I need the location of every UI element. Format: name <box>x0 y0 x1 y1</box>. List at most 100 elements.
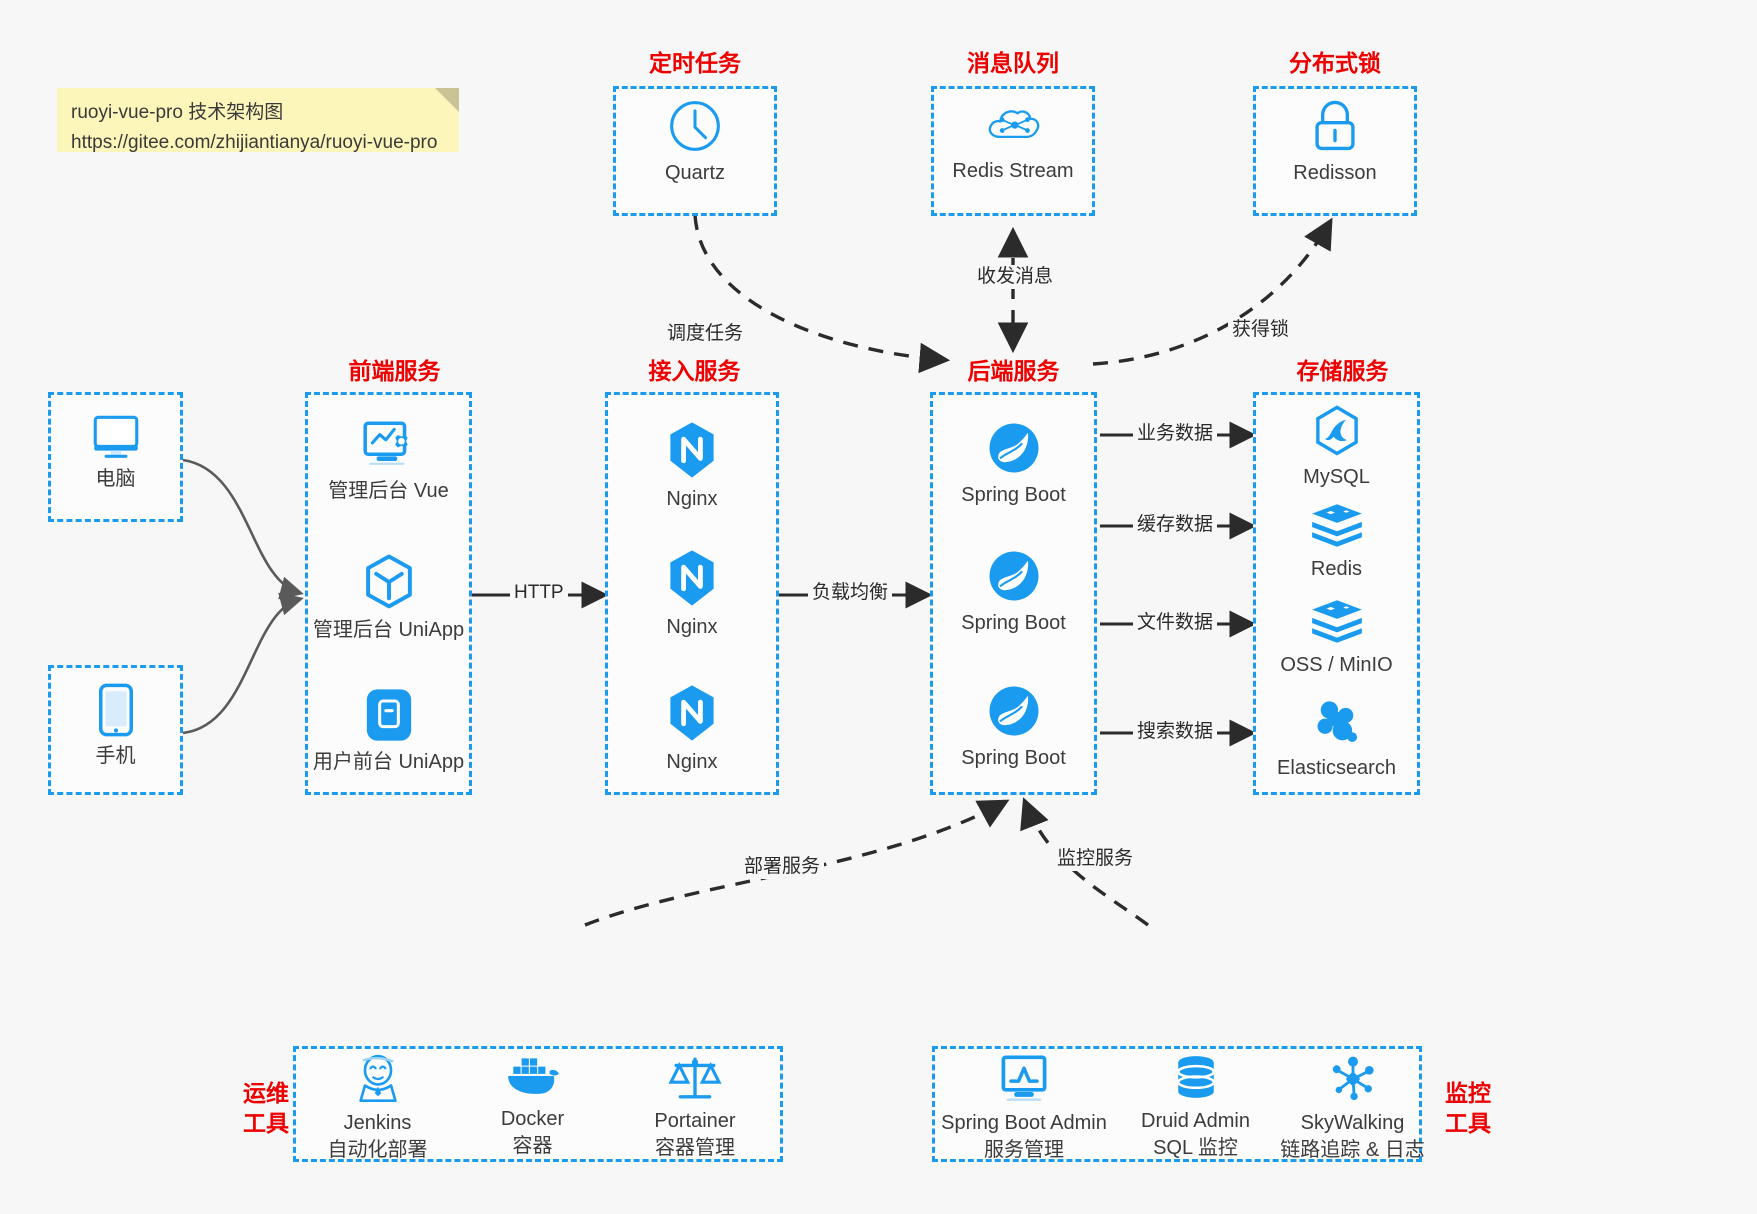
node-spring-boot-admin[interactable]: Spring Boot Admin 服务管理 <box>938 1054 1110 1164</box>
node-label: Spring Boot <box>961 612 1066 634</box>
node-label: Nginx <box>666 751 718 773</box>
node-nginx-1[interactable]: Nginx <box>605 420 779 513</box>
group-box-mq <box>931 86 1095 216</box>
diagram-note: ruoyi-vue-pro 技术架构图 https://gitee.com/zh… <box>57 88 459 153</box>
edge-label-lock: 获得锁 <box>1228 318 1294 342</box>
mobile-app-icon <box>366 689 411 741</box>
cube-icon <box>365 554 412 609</box>
node-label: SkyWalking <box>1300 1112 1405 1134</box>
node-docker[interactable]: Docker 容器 <box>455 1054 610 1160</box>
node-label: Jenkins <box>343 1112 412 1134</box>
edge-label-file-data: 文件数据 <box>1133 611 1218 635</box>
node-label: Redis Stream <box>952 160 1074 182</box>
node-redisson[interactable]: Redisson <box>1253 98 1417 187</box>
node-label: 手机 <box>95 745 136 767</box>
node-label: Elasticsearch <box>1277 757 1396 779</box>
edge-label-loadbalance: 负载均衡 <box>808 581 893 605</box>
node-spring-boot-3[interactable]: Spring Boot <box>930 683 1097 772</box>
clock-icon <box>670 101 720 151</box>
edge-label-cache-data: 缓存数据 <box>1133 513 1218 537</box>
node-label: Redis <box>1310 558 1363 580</box>
node-sublabel: 链路追踪 & 日志 <box>1280 1139 1425 1161</box>
node-oss-minio[interactable]: OSS / MinIO <box>1253 596 1420 679</box>
node-spring-boot-1[interactable]: Spring Boot <box>930 420 1097 509</box>
node-skywalking[interactable]: SkyWalking 链路追踪 & 日志 <box>1270 1054 1435 1164</box>
edge-label-monitor: 监控服务 <box>1053 847 1138 871</box>
node-portainer[interactable]: Portainer 容器管理 <box>615 1054 775 1162</box>
scales-icon <box>668 1057 722 1099</box>
spring-leaf-icon <box>989 551 1038 601</box>
redis-stack-icon <box>1311 600 1362 643</box>
node-label: Redisson <box>1293 162 1377 184</box>
node-label: 管理后台 UniApp <box>312 619 465 641</box>
node-quartz[interactable]: Quartz <box>613 98 777 187</box>
node-label: Druid Admin <box>1141 1110 1250 1132</box>
nginx-icon <box>670 422 714 478</box>
group-box-lock <box>1253 86 1417 216</box>
group-title-devops-line1: 运维 <box>243 1080 289 1106</box>
mobile-icon <box>98 683 133 737</box>
node-spring-boot-2[interactable]: Spring Boot <box>930 548 1097 637</box>
group-title-monitor: 监控 工具 <box>1430 1078 1506 1138</box>
node-mysql[interactable]: MySQL <box>1253 404 1420 491</box>
skywalking-icon <box>1332 1056 1374 1101</box>
node-label: Nginx <box>666 616 718 638</box>
edge-label-search-data: 搜索数据 <box>1133 720 1218 744</box>
desktop-icon <box>93 415 138 458</box>
nginx-icon <box>670 550 714 606</box>
node-sublabel: 自动化部署 <box>327 1139 428 1161</box>
group-title-devops: 运维 工具 <box>228 1078 304 1138</box>
elasticsearch-icon <box>1317 701 1357 742</box>
group-title-monitor-line2: 工具 <box>1445 1110 1491 1136</box>
node-label: Spring Boot Admin <box>941 1112 1107 1134</box>
database-icon <box>1176 1056 1215 1098</box>
node-jenkins[interactable]: Jenkins 自动化部署 <box>300 1054 455 1164</box>
node-sublabel: 容器 <box>512 1135 553 1157</box>
node-druid-admin[interactable]: Druid Admin SQL 监控 <box>1118 1054 1273 1162</box>
node-sublabel: 服务管理 <box>984 1139 1064 1161</box>
node-label: OSS / MinIO <box>1280 654 1393 676</box>
node-admin-vue[interactable]: 管理后台 Vue <box>305 420 472 505</box>
node-label: Portainer <box>654 1110 736 1132</box>
edge-label-message: 收发消息 <box>973 265 1058 289</box>
nginx-icon <box>670 685 714 741</box>
group-title-gateway: 接入服务 <box>648 358 741 384</box>
monitor-chart-icon <box>1001 1055 1047 1101</box>
edge-label-business-data: 业务数据 <box>1133 422 1218 446</box>
node-redis[interactable]: Redis <box>1253 500 1420 583</box>
node-label: 管理后台 Vue <box>328 480 449 502</box>
note-line-1: ruoyi-vue-pro 技术架构图 <box>71 102 284 123</box>
redis-stack-icon <box>1311 504 1362 547</box>
node-sublabel: SQL 监控 <box>1153 1137 1238 1159</box>
node-label: Nginx <box>666 488 718 510</box>
spring-leaf-icon <box>989 686 1038 736</box>
node-admin-uniapp[interactable]: 管理后台 UniApp <box>305 553 472 644</box>
node-phone[interactable]: 手机 <box>48 683 183 770</box>
node-label: Spring Boot <box>961 747 1066 769</box>
node-user-uniapp[interactable]: 用户前台 UniApp <box>305 687 472 776</box>
node-label: Quartz <box>664 162 726 184</box>
node-label: Spring Boot <box>961 484 1066 506</box>
spring-leaf-icon <box>989 423 1038 473</box>
node-nginx-3[interactable]: Nginx <box>605 683 779 776</box>
group-title-backend: 后端服务 <box>967 358 1060 384</box>
note-line-2: https://gitee.com/zhijiantianya/ruoyi-vu… <box>71 132 438 153</box>
node-label: MySQL <box>1303 466 1370 488</box>
node-nginx-2[interactable]: Nginx <box>605 548 779 641</box>
note-fold-icon <box>435 88 459 112</box>
dashboard-gear-icon <box>362 421 408 465</box>
group-box-scheduler <box>613 86 777 216</box>
node-label: 电脑 <box>95 468 136 490</box>
node-label: 用户前台 UniApp <box>312 751 465 773</box>
node-computer[interactable]: 电脑 <box>48 410 183 493</box>
jenkins-butler-icon <box>358 1054 397 1103</box>
node-elasticsearch[interactable]: Elasticsearch <box>1253 697 1420 782</box>
cloud-stream-icon <box>988 110 1040 139</box>
edge-label-schedule: 调度任务 <box>663 322 748 346</box>
mysql-dolphin-icon <box>1315 405 1358 456</box>
group-title-storage: 存储服务 <box>1296 358 1389 384</box>
group-title-monitor-line1: 监控 <box>1445 1080 1491 1106</box>
node-redis-stream[interactable]: Redis Stream <box>931 100 1095 185</box>
docker-whale-icon <box>507 1058 559 1094</box>
group-title-frontend: 前端服务 <box>348 358 441 384</box>
